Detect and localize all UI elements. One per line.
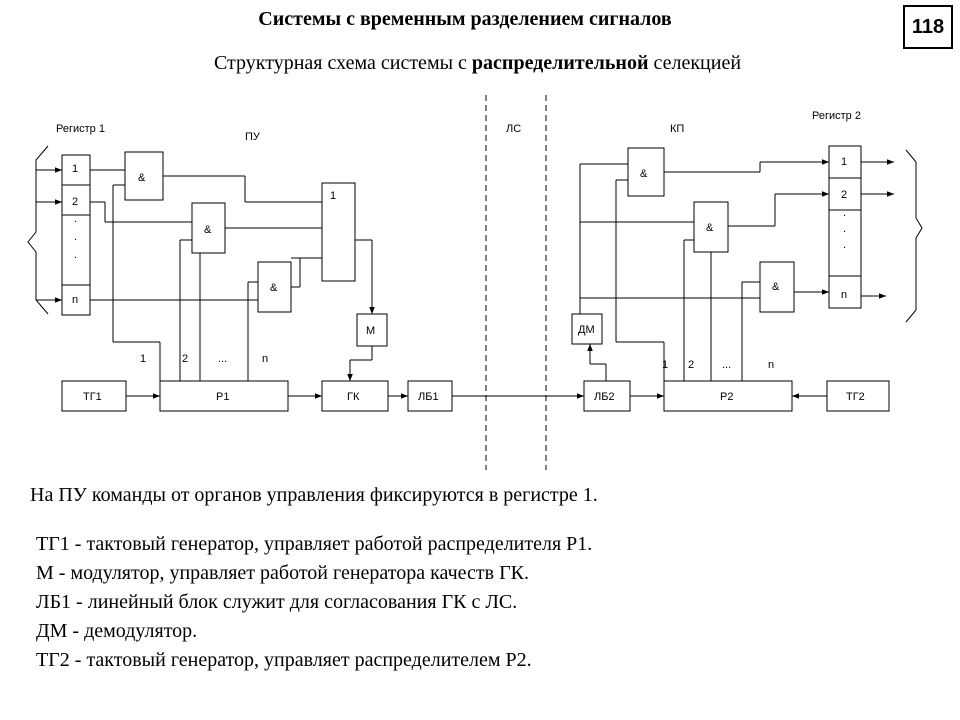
legend-line: М - модулятор, управляет работой генерат… (36, 562, 529, 584)
register2-cell-n: n (841, 289, 847, 301)
subtitle-part-2: селекцией (648, 52, 742, 74)
r2-output-n: n (768, 359, 774, 371)
and-gate-2-left (191, 202, 226, 254)
r1-label: Р1 (216, 391, 229, 403)
register2-ellipsis: . (843, 207, 846, 219)
demodulator-block (571, 313, 603, 345)
register2-cell-2: 2 (841, 189, 847, 201)
and-gate-n-right (759, 261, 795, 313)
and-gate-n-left-label: & (270, 282, 278, 294)
tg1-block (61, 380, 127, 412)
r1-output-1: 1 (140, 353, 146, 365)
lb2-block (583, 380, 631, 412)
and-gate-2-right-label: & (706, 222, 714, 234)
subtitle-bold-part: распределительной (471, 52, 649, 74)
and-gate-n-left (257, 261, 292, 313)
lb1-label: ЛБ1 (418, 391, 439, 403)
legend-description: ТГ1 - тактовый генератор, управляет рабо… (36, 530, 592, 675)
r1-output-2: 2 (182, 353, 188, 365)
tg2-label: ТГ2 (846, 391, 865, 403)
r2-label: Р2 (720, 391, 733, 403)
register1-ellipsis-3: . (74, 249, 77, 261)
register2-cell-1: 1 (841, 156, 847, 168)
or-gate-label: 1 (330, 190, 336, 202)
tg1-label: ТГ1 (83, 391, 102, 403)
subtitle-part-1: Структурная схема системы с (213, 52, 472, 74)
register2-ellipsis-2: . (843, 223, 846, 235)
r2-output-1: 1 (662, 359, 668, 371)
r2-output-2: 2 (688, 359, 694, 371)
and-gate-2-left-label: & (204, 224, 212, 236)
gk-label: ГК (347, 391, 360, 403)
register1-input-brace (27, 145, 49, 315)
and-gate-n-right-label: & (772, 281, 780, 293)
legend-line: ДМ - демодулятор. (36, 620, 198, 642)
or-gate (321, 182, 356, 282)
and-gate-1-left-label: & (138, 172, 146, 184)
modulator-label: М (366, 325, 375, 337)
r1-output-n: n (262, 353, 268, 365)
register1-title: Регистр 1 (56, 123, 105, 135)
register1-cell-2: 2 (72, 196, 78, 208)
register2-block (828, 145, 862, 309)
page-number-badge: 118 (903, 5, 953, 49)
r2-output-dots: ... (722, 359, 731, 371)
lb2-label: ЛБ2 (594, 391, 615, 403)
and-gate-1-left (124, 151, 164, 201)
r1-output-dots: ... (218, 353, 227, 365)
register2-output-brace (905, 149, 923, 323)
legend-line: ЛБ1 - линейный блок служит для согласова… (36, 591, 518, 613)
register1-ellipsis: . (74, 213, 77, 225)
legend-line: ТГ2 - тактовый генератор, управляет расп… (36, 649, 532, 671)
pu-label: ПУ (245, 131, 261, 143)
slide-title: Системы с временным разделением сигналов (258, 8, 672, 30)
register2-title: Регистр 2 (812, 110, 861, 122)
register2-ellipsis-3: . (843, 239, 846, 251)
r1-block (159, 380, 289, 412)
register1-block (61, 154, 91, 316)
modulator-block (356, 313, 388, 347)
kp-label: КП (670, 123, 684, 135)
register1-ellipsis-2: . (74, 231, 77, 243)
ls-label: ЛС (506, 123, 521, 135)
and-gate-1-right (627, 147, 665, 197)
and-gate-1-right-label: & (640, 168, 648, 180)
gk-block (321, 380, 389, 412)
demodulator-label: ДМ (578, 324, 595, 336)
legend-line: ТГ1 - тактовый генератор, управляет рабо… (36, 533, 593, 555)
diagram-caption: На ПУ команды от органов управления фикс… (30, 484, 598, 506)
register1-cell-1: 1 (72, 163, 78, 175)
slide-subtitle: Структурная схема системы с распределите… (0, 52, 955, 75)
register1-cell-n: n (72, 294, 78, 306)
